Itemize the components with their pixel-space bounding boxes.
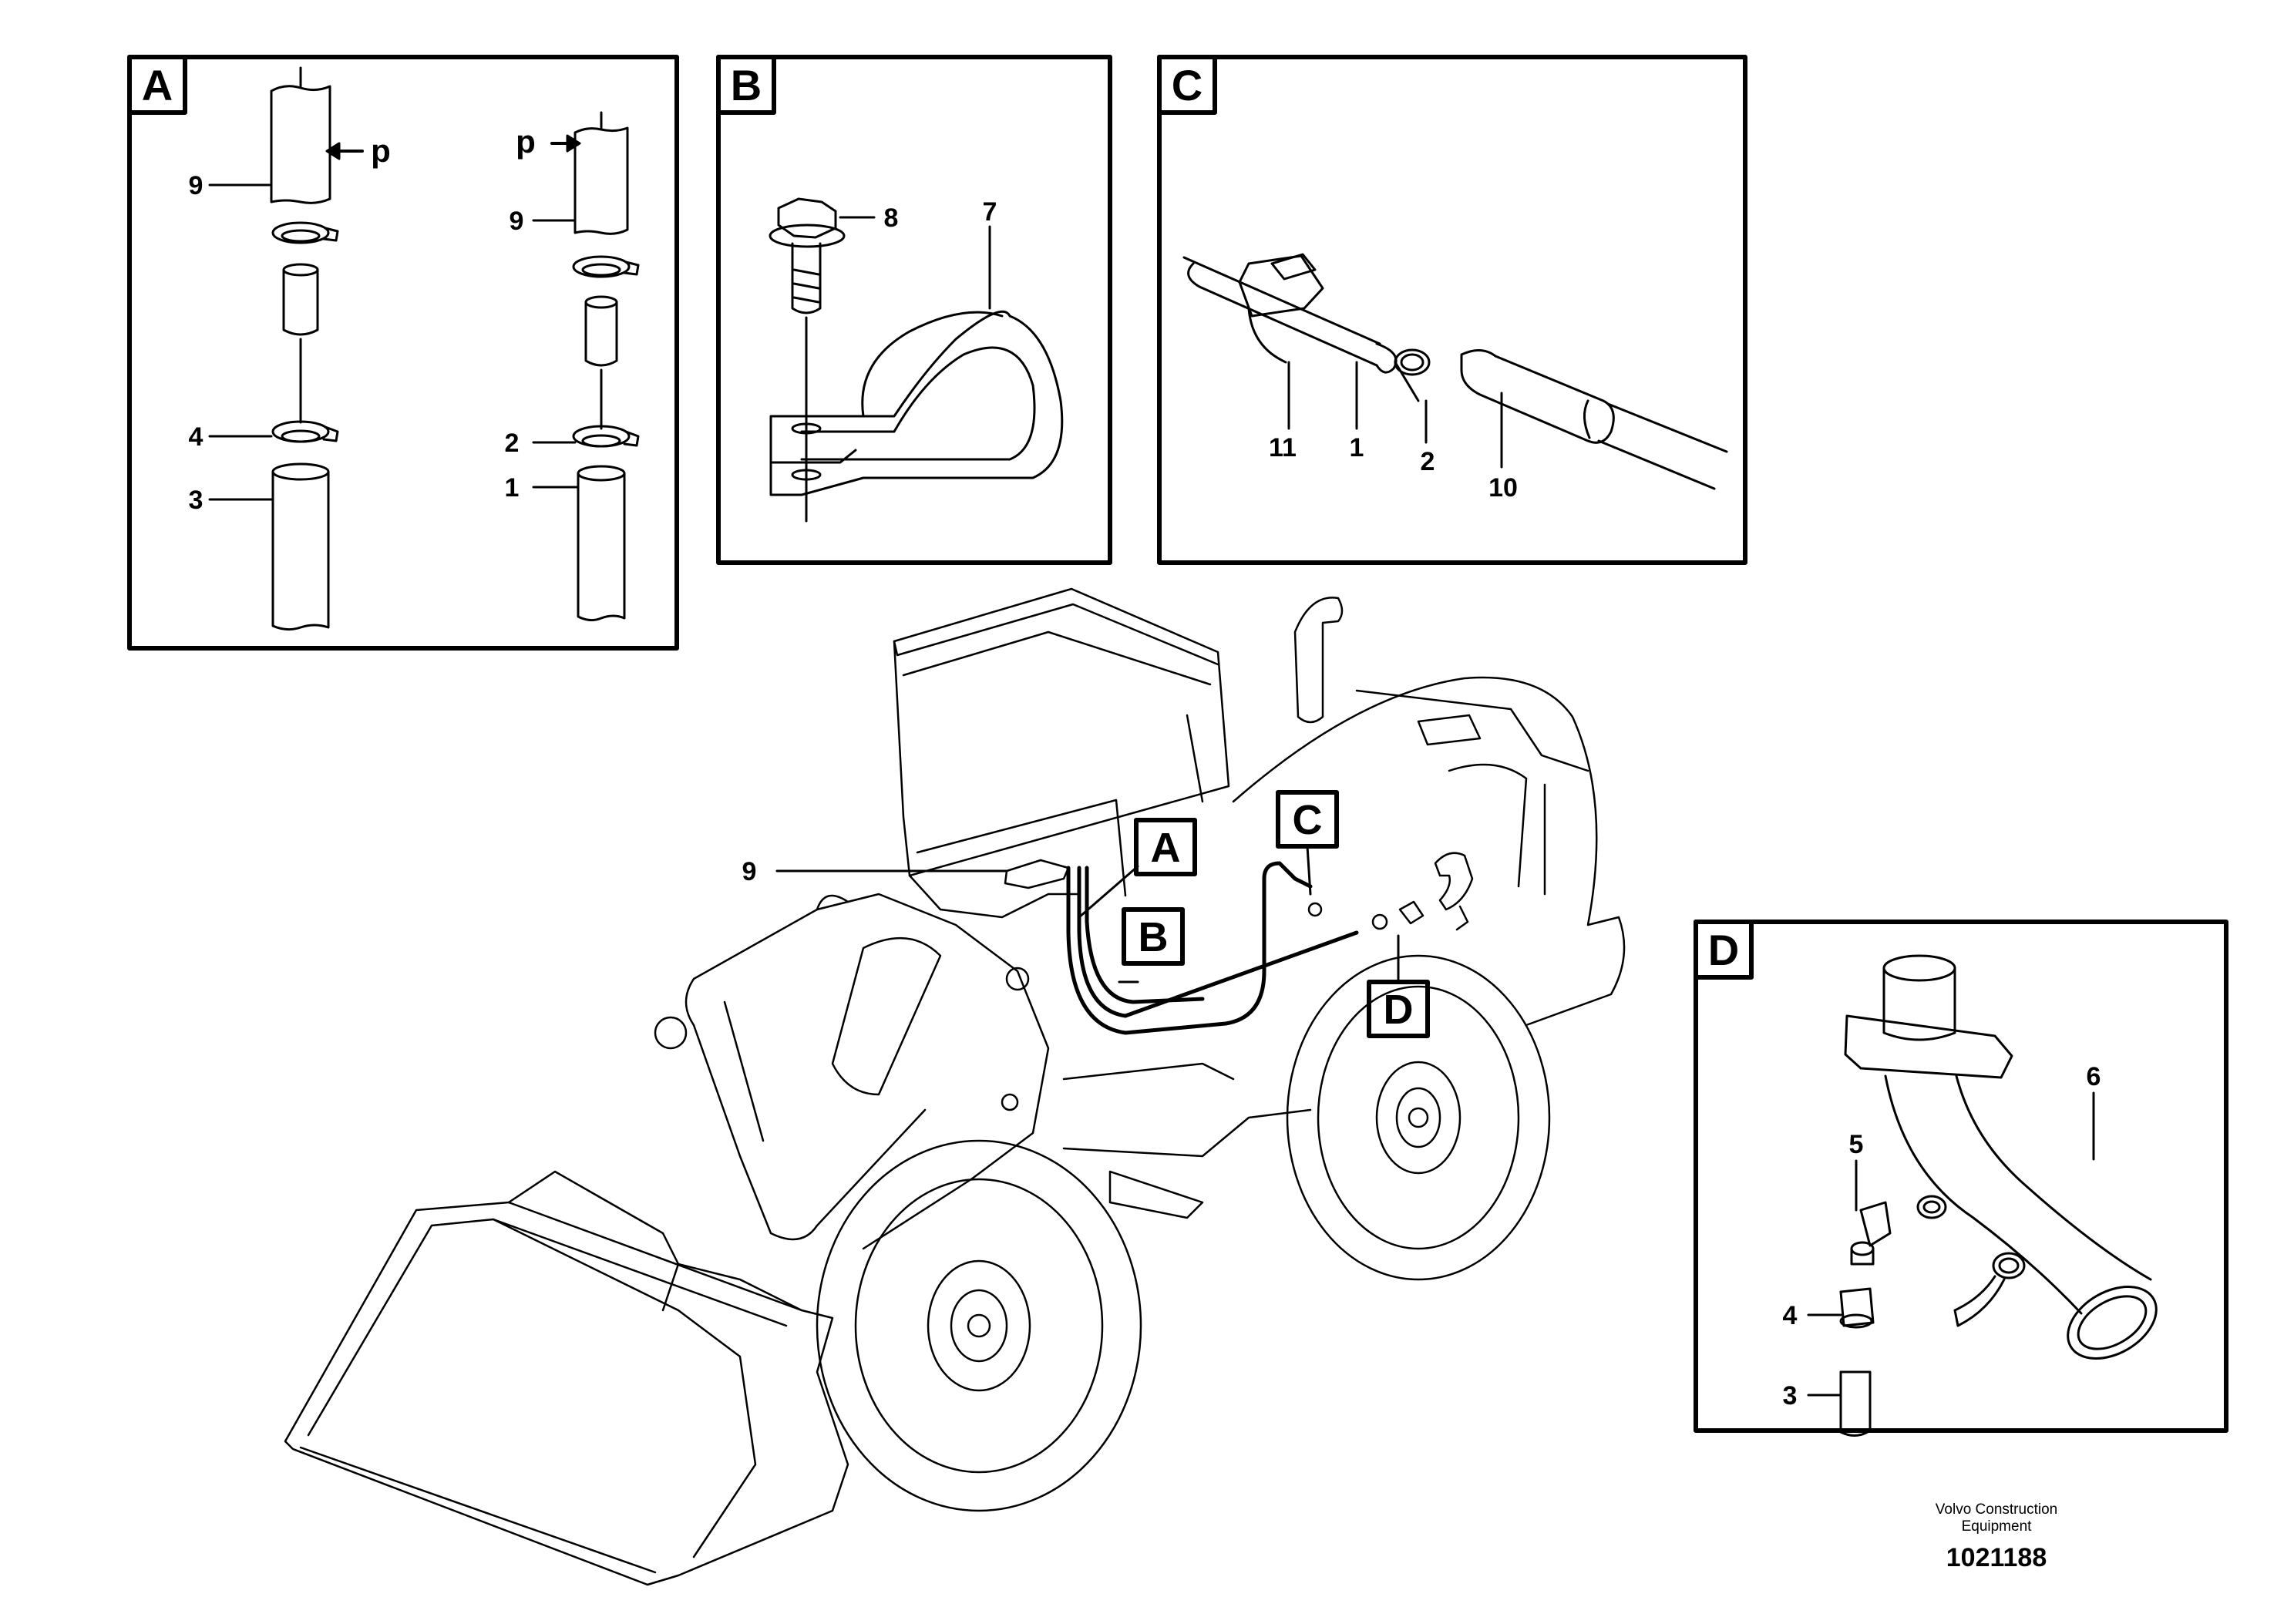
label-9: 9 [189,171,204,200]
detail-panel-c: C 11 1 2 10 [1157,55,1747,565]
label-3-d: 3 [1783,1381,1798,1410]
callout-a: A [1151,825,1181,871]
footer: Volvo Construction Equipment 1021188 [1881,1501,2112,1573]
document-number: 1021188 [1946,1543,2047,1572]
label-3: 3 [189,486,204,515]
label-7: 7 [983,197,997,227]
panel-a-tag: A [142,61,173,109]
manufacturer-line-2: Equipment [1961,1518,2032,1535]
callout-c-box [1276,790,1339,849]
label-2: 2 [505,429,520,458]
callout-a-box [1134,818,1197,876]
label-6: 6 [2087,1062,2101,1091]
callout-d-box [1367,980,1430,1038]
wheel-loader-illustration [284,587,1626,1586]
detail-panel-a: A 9 p 4 3 [127,55,679,651]
hose-assembly-right [532,111,640,622]
callout-b-box [1122,907,1185,966]
machine-label-9: 9 [742,857,757,886]
flange-bolt [769,197,846,523]
manufacturer-line-1: Volvo Construction [1935,1501,2058,1518]
label-10: 10 [1488,473,1518,503]
label-4: 4 [189,422,204,452]
label-9-right: 9 [510,207,524,236]
label-11: 11 [1269,433,1297,462]
label-p: p [371,133,391,169]
hose-assembly-left [208,66,364,631]
label-1-c: 1 [1350,433,1364,462]
detail-panel-b: B 8 7 [716,55,1112,565]
panel-b-tag: B [731,61,762,109]
label-5: 5 [1849,1130,1864,1159]
label-p-right: p [516,123,536,160]
elbow-fitting [1839,954,2158,1437]
label-1: 1 [505,473,520,503]
machine-callouts [775,790,1430,1038]
label-8: 8 [884,203,899,233]
callout-d: D [1384,987,1414,1033]
label-4-d: 4 [1783,1301,1798,1330]
label-2-c: 2 [1421,447,1435,476]
panel-d-tag: D [1708,926,1739,974]
callout-c: C [1293,797,1323,843]
rubber-clamp [769,225,1064,496]
callout-b: B [1139,914,1169,960]
hose-joint [1182,253,1728,490]
detail-panel-d: D 5 6 4 3 [1694,920,2228,1437]
panel-c-tag: C [1172,61,1202,109]
